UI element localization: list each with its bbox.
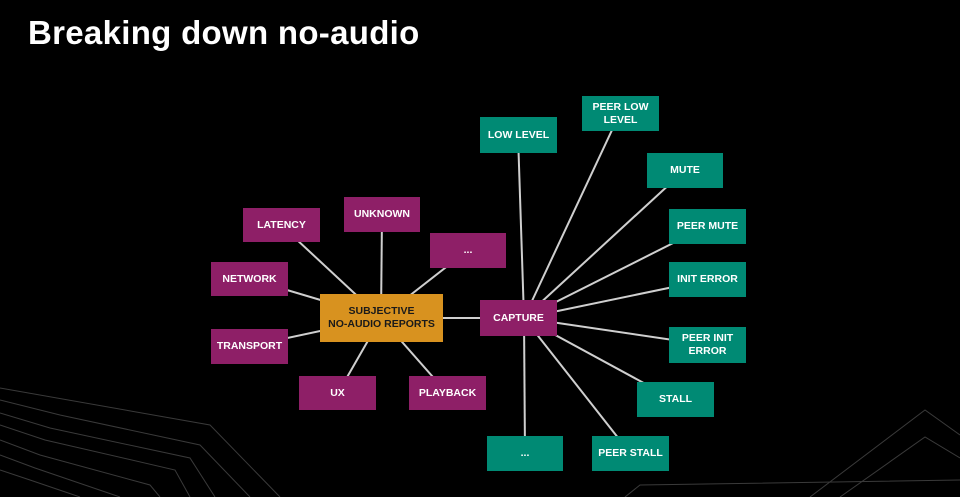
node-mute: MUTE — [647, 153, 723, 188]
node-label: ERROR — [688, 345, 727, 357]
node-latency: LATENCY — [243, 208, 320, 242]
node-label: PEER INIT — [681, 332, 734, 344]
node-peer-mute: PEER MUTE — [669, 209, 746, 244]
node-playback: PLAYBACK — [409, 376, 486, 410]
node-label: NO-AUDIO REPORTS — [328, 318, 435, 330]
node-label: PEER LOW — [592, 100, 649, 113]
slide-title: Breaking down no-audio — [28, 14, 420, 51]
node-other-capture: ... — [487, 436, 563, 471]
background-decoration — [0, 387, 960, 497]
node-init-error: INIT ERROR — [669, 262, 746, 297]
node-capture: CAPTURE — [480, 300, 557, 336]
node-unknown: UNKNOWN — [344, 197, 420, 232]
node-network: NETWORK — [211, 262, 288, 296]
node-label: SUBJECTIVE — [348, 305, 415, 317]
node-peer-stall: PEER STALL — [592, 436, 669, 471]
node-low-level: LOW LEVEL — [480, 117, 557, 153]
node-stall: STALL — [637, 382, 714, 417]
node-label: LEVEL — [603, 113, 638, 126]
node-other-cause: ... — [430, 233, 506, 268]
node-transport: TRANSPORT — [211, 329, 288, 364]
node-ux: UX — [299, 376, 376, 410]
